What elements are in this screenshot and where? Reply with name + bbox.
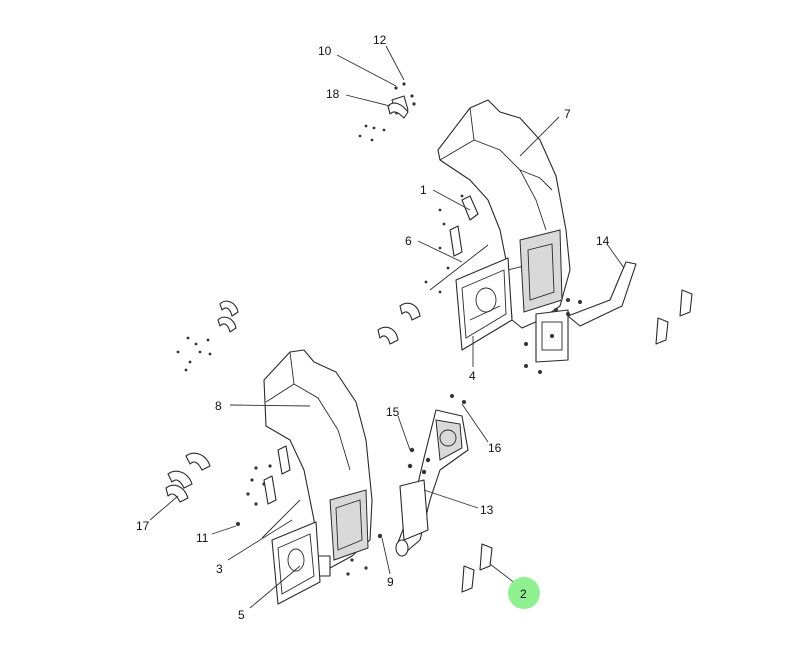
callout-13[interactable]: 13: [480, 503, 494, 517]
leader-lines: [149, 45, 625, 609]
mud-flap-upper: [455, 257, 513, 351]
callout-10[interactable]: 10: [318, 44, 332, 58]
clamps-and-fasteners: [165, 82, 693, 593]
rod-lower: [261, 499, 301, 539]
callout-15[interactable]: 15: [386, 405, 400, 419]
callout-12[interactable]: 12: [373, 33, 387, 47]
callout-9[interactable]: 9: [387, 575, 394, 589]
callout-1[interactable]: 1: [420, 183, 427, 197]
callout-3[interactable]: 3: [216, 562, 223, 576]
callout-labels: 1 2 3 4 5 6 7 8 9 10 11 12 13 14 15 16 1…: [136, 33, 610, 622]
callout-18[interactable]: 18: [326, 87, 340, 101]
callout-2[interactable]: 2: [520, 587, 527, 601]
callout-8[interactable]: 8: [215, 399, 222, 413]
mud-flap-lower: [271, 521, 321, 605]
callout-11[interactable]: 11: [196, 531, 209, 545]
callout-14[interactable]: 14: [596, 234, 610, 248]
callout-16[interactable]: 16: [488, 441, 502, 455]
rod-upper: [429, 244, 489, 291]
callout-7[interactable]: 7: [564, 107, 571, 121]
callout-2-highlight[interactable]: [508, 577, 540, 609]
callout-5[interactable]: 5: [238, 608, 245, 622]
callout-6[interactable]: 6: [405, 234, 412, 248]
callout-17[interactable]: 17: [136, 519, 150, 533]
support-bracket-lower: [395, 409, 469, 557]
callout-4[interactable]: 4: [469, 369, 476, 383]
fender-upper: [437, 99, 571, 329]
